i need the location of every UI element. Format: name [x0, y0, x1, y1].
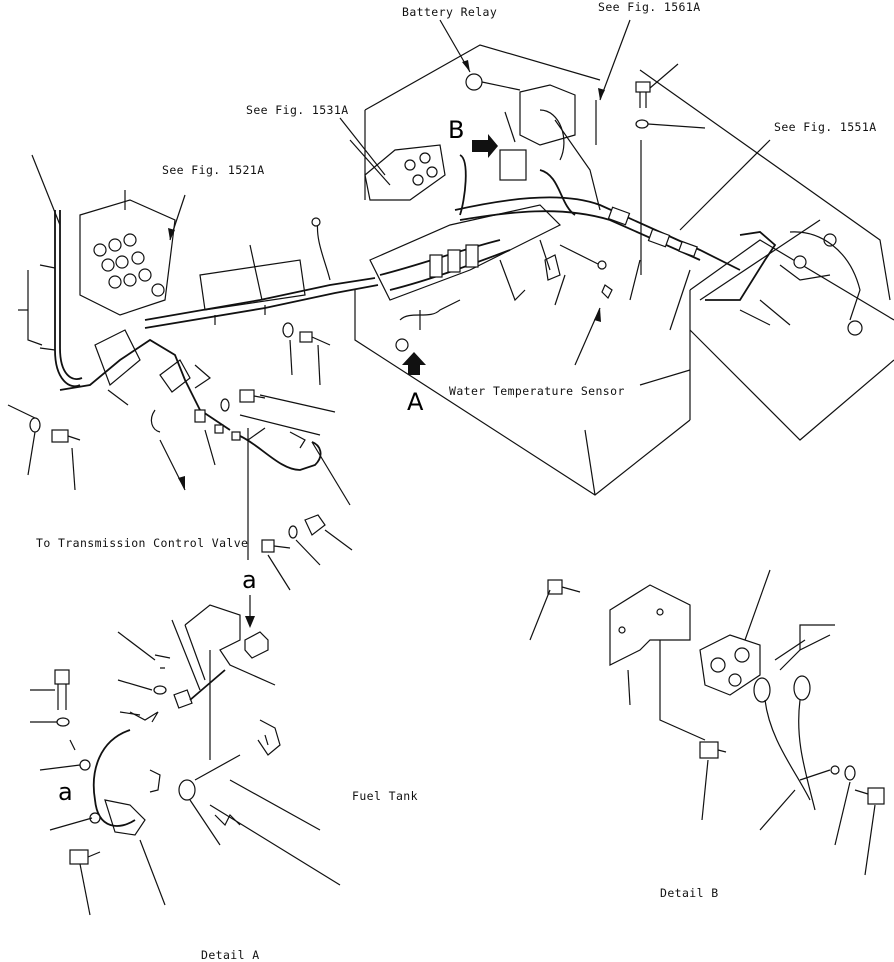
bolt-cluster-mid: [220, 389, 353, 591]
fuel-tank-label: Fuel Tank: [352, 789, 418, 803]
relay-bracket: [519, 84, 601, 211]
see-fig-1521a-label: See Fig. 1521A: [162, 163, 265, 177]
bolt-top-right: [635, 63, 706, 275]
battery-relay-label: Battery Relay: [402, 5, 498, 19]
water-temperature-sensor-label: Water Temperature Sensor: [449, 384, 625, 398]
detail-a-ref-top: a: [242, 566, 257, 594]
see-fig-1551a-label: See Fig. 1551A: [774, 120, 877, 134]
view-marker-b: B: [448, 116, 465, 144]
see-fig-1561a-label: See Fig. 1561A: [598, 0, 701, 14]
harness-left-run: [144, 217, 379, 329]
detail-a-drawing: [30, 595, 341, 916]
detail-b-label: Detail B: [660, 886, 719, 900]
battery-relay-part: [439, 19, 521, 91]
connector-cluster-center: [349, 139, 446, 201]
lower-left-wiring: [59, 329, 351, 506]
to-transmission-control-valve-label: To Transmission Control Valve: [36, 536, 249, 550]
central-harness: [369, 204, 607, 352]
left-connector-block: [18, 154, 186, 388]
see-fig-1531a-label: See Fig. 1531A: [246, 103, 349, 117]
water-temperature-sensor-part: [574, 284, 691, 386]
bolt-washer-lower-left: [7, 404, 81, 491]
detail-b-drawing: [529, 569, 885, 876]
main-harness-upper: [454, 154, 863, 336]
view-marker-a: A: [407, 388, 424, 416]
detail-a-label: Detail A: [201, 948, 260, 962]
engine-frame-outline: [354, 44, 894, 496]
bolt-washer-center: [282, 322, 331, 386]
detail-a-ref-left: a: [58, 778, 73, 806]
